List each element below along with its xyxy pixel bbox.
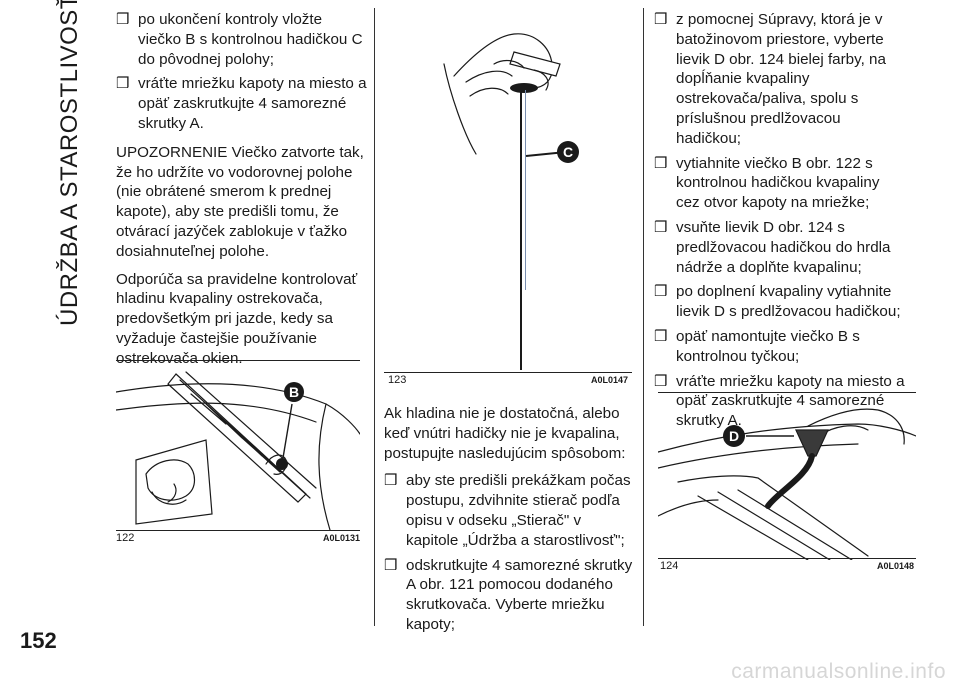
list-item: ❒ vytiahnite viečko B obr. 122 s kontrol… <box>654 154 906 213</box>
list-item: ❒ odskrutkujte 4 samorezné skrutky A obr… <box>384 556 634 635</box>
figure-bottom-rule <box>658 558 916 559</box>
callout-label-b: B <box>289 384 299 400</box>
checkbox-bullet-icon: ❒ <box>384 556 398 574</box>
callout-label-d: D <box>729 428 739 444</box>
funnel-illustration: D <box>658 408 916 560</box>
list-item-text: po ukončení kontroly vložte viečko B s k… <box>138 11 363 68</box>
figure-number: 124 <box>660 560 679 572</box>
list-item-text: po doplnení kvapaliny vytiahnite lievik … <box>676 283 901 321</box>
checkbox-bullet-icon: ❒ <box>654 327 668 345</box>
list-item: ❒ vráťte mriežku kapoty na miesto a opäť… <box>654 372 906 431</box>
checkbox-bullet-icon: ❒ <box>654 218 668 236</box>
checkbox-bullet-icon: ❒ <box>654 154 668 172</box>
figure-124: D 124 A0L0148 <box>658 392 916 580</box>
column-1: ❒ po ukončení kontroly vložte viečko B s… <box>116 10 368 377</box>
figure-top-rule <box>116 360 360 361</box>
figure-code: A0L0147 <box>590 375 628 385</box>
checkbox-bullet-icon: ❒ <box>654 372 668 390</box>
checkbox-bullet-icon: ❒ <box>654 283 668 301</box>
dipstick-illustration: C <box>443 33 579 370</box>
list-item-text: opäť namontujte viečko B s kontrolnou ty… <box>676 327 860 365</box>
intro-paragraph: Ak hladina nie je dostatočná, alebo keď … <box>384 405 626 462</box>
watermark: carmanualsonline.info <box>731 660 946 683</box>
list-item-text: vytiahnite viečko B obr. 122 s kontrolno… <box>676 154 880 212</box>
callout-label-c: C <box>563 144 573 160</box>
figure-code: A0L0131 <box>322 533 360 543</box>
figure-bottom-rule <box>384 372 632 373</box>
list-item-text: odskrutkujte 4 samorezné skrutky A obr. … <box>406 556 633 633</box>
list-item-text: vsuňte lievik D obr. 124 s predlžovacou … <box>676 218 891 276</box>
list-item-text: aby ste predišli prekážkam počas postupu… <box>406 472 631 549</box>
figure-number: 122 <box>116 532 135 544</box>
list-item-text: vráťte mriežku kapoty na miesto a opäť z… <box>138 75 367 132</box>
list-item: ❒ vráťte mriežku kapoty na miesto a opäť… <box>116 74 368 133</box>
section-title: ÚDRŽBA A STAROSTLIVOSŤ <box>56 0 83 326</box>
figure-bottom-rule <box>116 530 360 531</box>
list-item: ❒ vsuňte lievik D obr. 124 s predlžovaco… <box>654 218 906 277</box>
list-item: ❒ po ukončení kontroly vložte viečko B s… <box>116 10 368 69</box>
list-item-text: z pomocnej Súpravy, ktorá je v batožinov… <box>676 11 886 147</box>
figure-122: B 122 A0L0131 <box>116 360 360 546</box>
checkbox-bullet-icon: ❒ <box>116 75 130 93</box>
list-item-text: vráťte mriežku kapoty na miesto a opäť z… <box>676 372 905 430</box>
list-item: ❒ opäť namontujte viečko B s kontrolnou … <box>654 327 906 367</box>
page-number: 152 <box>20 628 57 653</box>
checkbox-bullet-icon: ❒ <box>384 472 398 490</box>
figure-top-rule <box>658 392 916 393</box>
hood-grille-illustration: B <box>116 371 360 530</box>
column-2: Ak hladina nie je dostatočná, alebo keď … <box>384 404 634 640</box>
warning-paragraph: UPOZORNENIE Viečko zatvorte tak, že ho u… <box>116 143 364 260</box>
list-item: ❒ po doplnení kvapaliny vytiahnite lievi… <box>654 282 906 322</box>
column-divider-left <box>374 8 375 626</box>
body-paragraph: Odporúča sa pravidelne kontrolovať hladi… <box>116 270 358 367</box>
column-divider-right <box>643 8 644 626</box>
column-3: ❒ z pomocnej Súpravy, ktorá je v batožin… <box>654 10 906 436</box>
figure-123: C 123 A0L0147 <box>384 24 632 390</box>
figure-number: 123 <box>388 374 407 386</box>
checkbox-bullet-icon: ❒ <box>116 11 130 28</box>
list-item: ❒ aby ste predišli prekážkam počas postu… <box>384 471 634 550</box>
figure-code: A0L0148 <box>876 561 914 571</box>
checkbox-bullet-icon: ❒ <box>654 11 668 28</box>
list-item: ❒ z pomocnej Súpravy, ktorá je v batožin… <box>654 10 906 149</box>
